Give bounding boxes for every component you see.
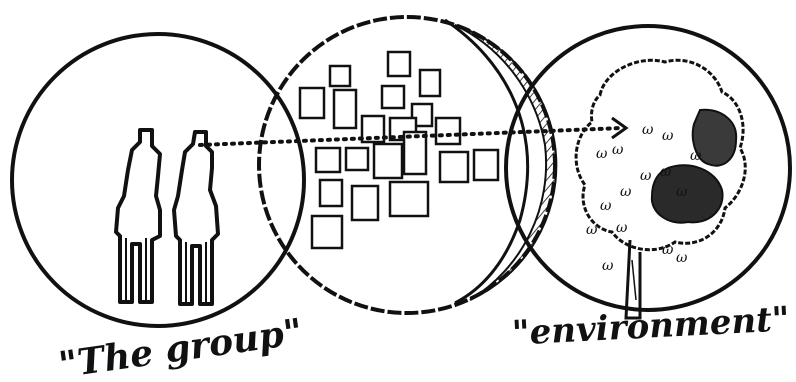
svg-text:ω: ω [660, 164, 672, 180]
tree-icon: ω ω ω ω ω ω ω ω ω ω ω ω ω ω ω [576, 60, 745, 318]
svg-text:ω: ω [640, 168, 652, 184]
svg-text:ω: ω [620, 184, 632, 200]
person-right [174, 132, 218, 304]
people-figures-icon [116, 130, 218, 304]
svg-text:ω: ω [642, 122, 654, 138]
label-environment: "environment" [511, 299, 791, 353]
building-blocks [300, 52, 498, 248]
label-the-group: "The group" [56, 311, 305, 382]
svg-text:ω: ω [596, 146, 608, 162]
svg-text:ω: ω [586, 222, 598, 238]
svg-text:ω: ω [690, 148, 702, 164]
person-left [116, 130, 160, 302]
svg-text:ω: ω [616, 220, 628, 236]
svg-text:ω: ω [662, 128, 674, 144]
svg-text:ω: ω [662, 242, 674, 258]
svg-text:ω: ω [676, 250, 688, 266]
svg-text:ω: ω [676, 184, 688, 200]
svg-text:ω: ω [602, 258, 614, 274]
svg-text:ω: ω [612, 142, 624, 158]
svg-text:ω: ω [600, 198, 612, 214]
